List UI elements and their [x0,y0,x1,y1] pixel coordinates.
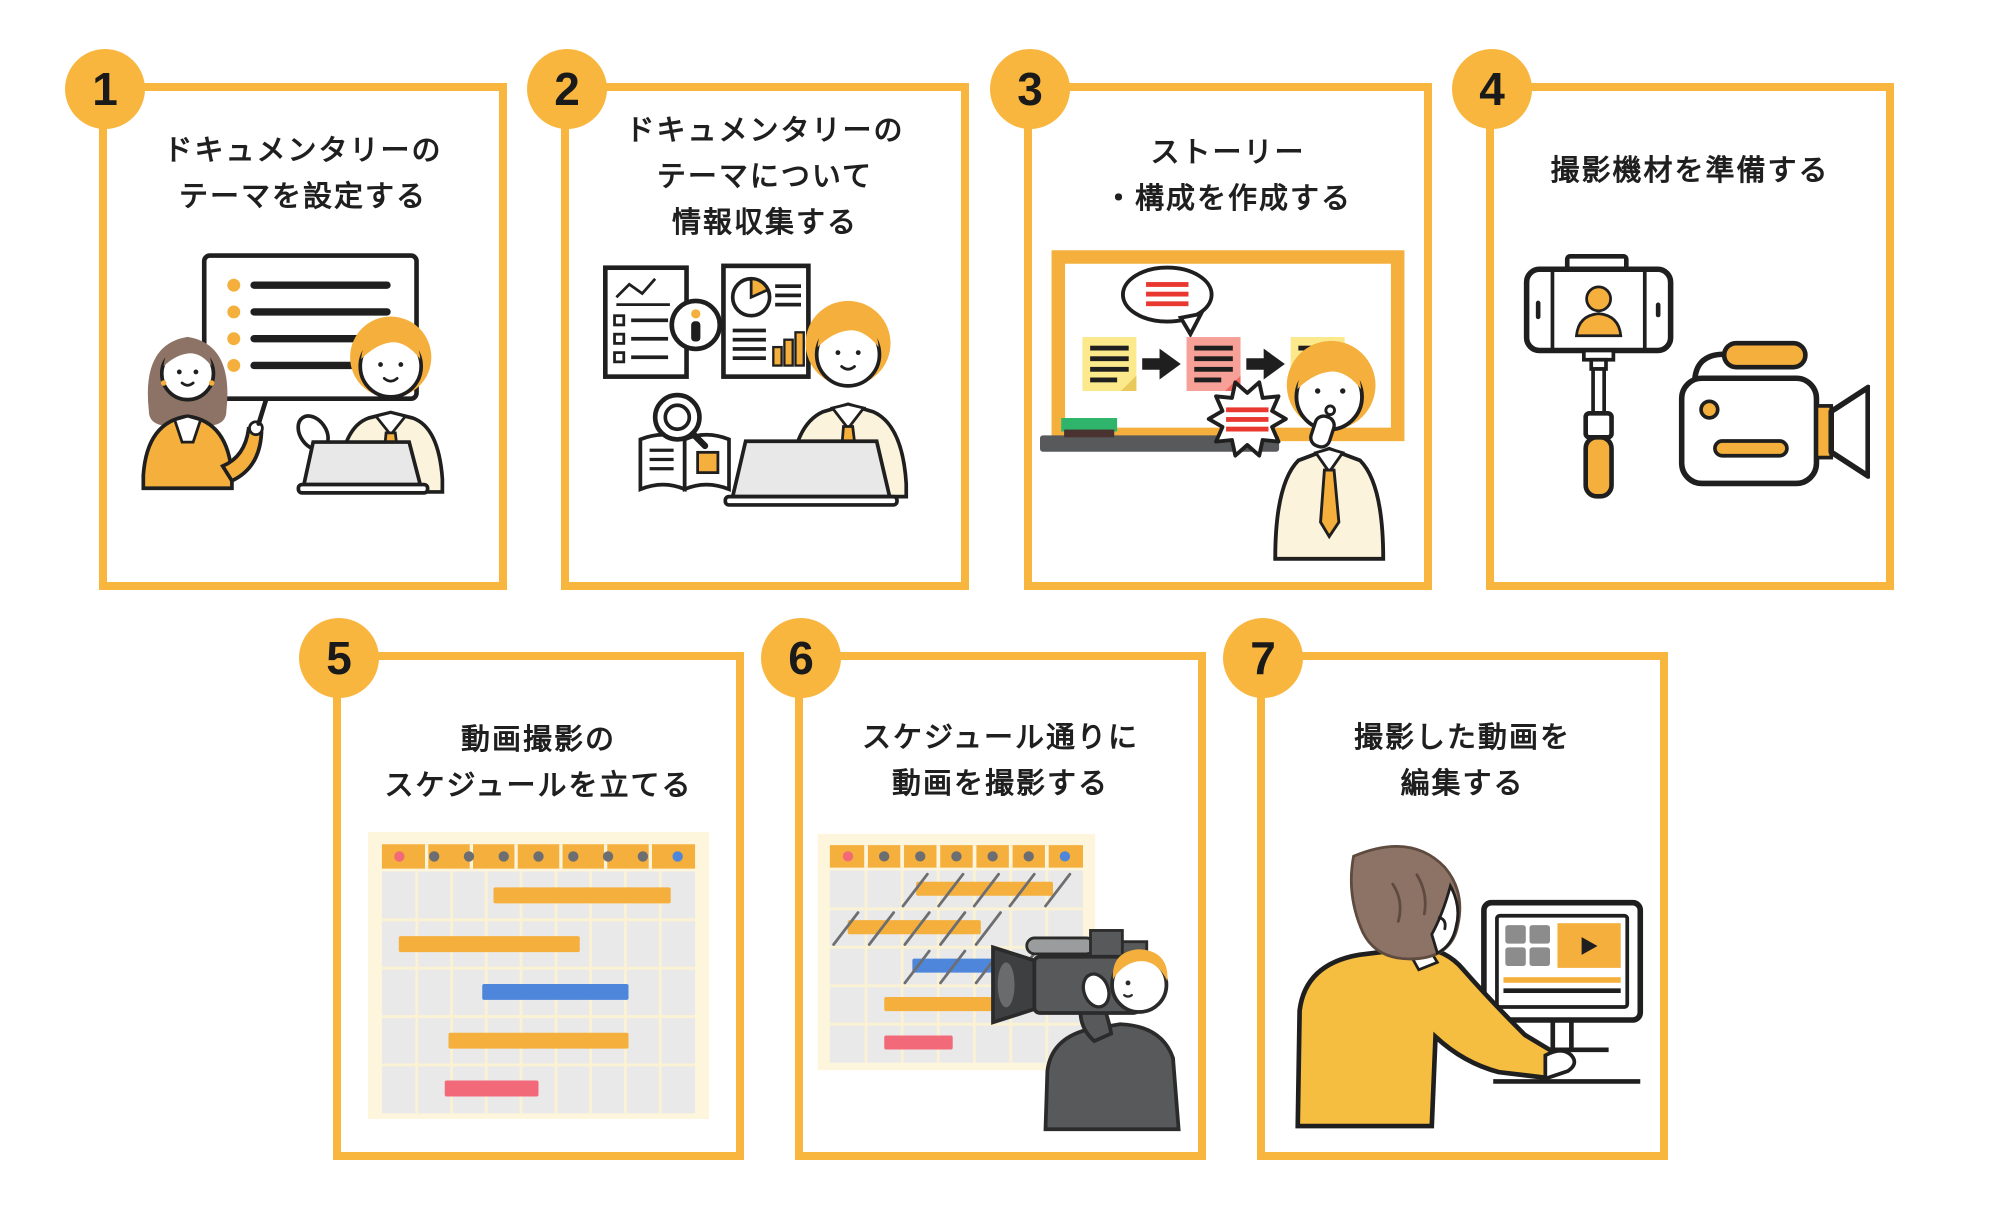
title-line: ドキュメンタリーの [163,135,443,167]
calendar-day-dots [394,850,683,862]
title-line: テーマについて [656,160,874,193]
step-number-badge: 1 [65,49,145,129]
editor-from-behind-icon [1295,844,1577,1129]
title-line: スケジュールを立てる [384,769,693,802]
step-number: 6 [788,632,814,684]
play-icon [1581,936,1598,955]
gantt-bars [398,887,671,1097]
title-line: 動画を撮影する [891,767,1109,800]
burst-bubble-icon [1206,380,1288,458]
title-line: 編集する [1400,767,1525,800]
step-number: 3 [1017,63,1043,115]
step-number-badge: 6 [761,618,841,698]
camera-microphone [1025,936,1096,955]
step-illustration-filming [803,808,1198,1152]
step-card-4: 4 撮影機材を準備する [1452,49,1894,590]
step-card-7: 7 撮影した動画を 編集する [1223,618,1668,1160]
step-number: 7 [1250,632,1276,684]
title-line: 撮影した動画を [1353,722,1571,754]
step-title: ドキュメンタリーの テーマを設定する [107,91,499,221]
step-card-6: 6 スケジュール通りに 動画を撮影する [761,618,1206,1160]
step-title: ストーリー ・構成を作成する [1032,91,1424,223]
schedule-gantt-illustration [367,831,710,1119]
hand [1543,1048,1577,1081]
step-illustration-equipment [1494,195,1886,582]
step-card-1: 1 ドキュメンタリーの テーマを設定する [65,49,507,590]
step-card-3: 3 ストーリー ・構成を作成する [990,49,1432,590]
selfie-stick-icon [1523,253,1674,499]
step-number: 1 [92,63,118,115]
step-number: 4 [1479,63,1505,115]
step-title: ドキュメンタリーの テーマについて 情報収集する [569,91,961,246]
chart-document-icon [721,263,811,380]
man-at-laptop-icon [296,316,445,495]
man-at-laptop-icon [723,301,909,508]
filming-schedule-illustration [817,833,1181,1131]
ear [1437,915,1447,930]
step-number-badge: 2 [527,49,607,129]
storyboard-whiteboard-illustration [1040,249,1405,561]
title-line: 動画撮影の [460,724,616,756]
book-with-magnifier-icon [638,393,731,493]
eraser-icon [1061,417,1118,432]
step-number-badge: 5 [299,618,379,698]
title-line: スケジュール通りに [862,722,1139,754]
title-line: 情報収集する [671,206,858,239]
camera-operator-icon [991,928,1181,1131]
video-camera-icon [1678,340,1870,487]
completed-day-slashes [832,872,1072,984]
thinking-man-icon [1273,340,1386,561]
step-illustration-theme-setting [107,221,499,582]
step-illustration-research [569,246,961,582]
step-title: スケジュール通りに 動画を撮影する [803,660,1198,808]
step-number-badge: 4 [1452,49,1532,129]
person-icon [1574,285,1623,337]
arrow-right-icon [1142,348,1181,380]
step-number-badge: 7 [1223,618,1303,698]
step-card-5: 5 動画撮影の スケジュールを立てる [299,618,744,1160]
step-illustration-storyboard [1032,223,1424,582]
title-line: ストーリー [1150,137,1306,169]
title-line: 撮影機材を準備する [1550,155,1830,187]
step-title: 撮影機材を準備する [1494,91,1886,195]
step-title: 動画撮影の スケジュールを立てる [341,660,736,810]
step-number-badge: 3 [990,49,1070,129]
calendar-day-dots [842,850,1071,862]
two-people-whiteboard-illustration [141,252,445,495]
hand [1081,972,1111,1009]
filming-equipment-illustration [1523,253,1870,499]
arrow-right-icon [1246,348,1285,380]
step-number: 5 [326,632,352,684]
title-line: ・構成を作成する [1103,182,1352,215]
research-documents-illustration [603,263,909,508]
step-number: 2 [554,63,580,115]
step-illustration-schedule [341,810,736,1152]
step-title: 撮影した動画を 編集する [1265,660,1660,808]
info-icon [669,299,723,352]
video-editing-illustration [1295,844,1644,1129]
step-card-2: 2 ドキュメンタリーの テーマについて 情報収集する [527,49,969,590]
monitor-icon [1481,899,1644,1084]
woman-presenter-icon [141,336,269,490]
speech-bubble-icon [1120,265,1214,338]
step-illustration-editing [1265,808,1660,1152]
title-line: テーマを設定する [178,180,427,213]
title-line: ドキュメンタリーの [625,115,905,147]
